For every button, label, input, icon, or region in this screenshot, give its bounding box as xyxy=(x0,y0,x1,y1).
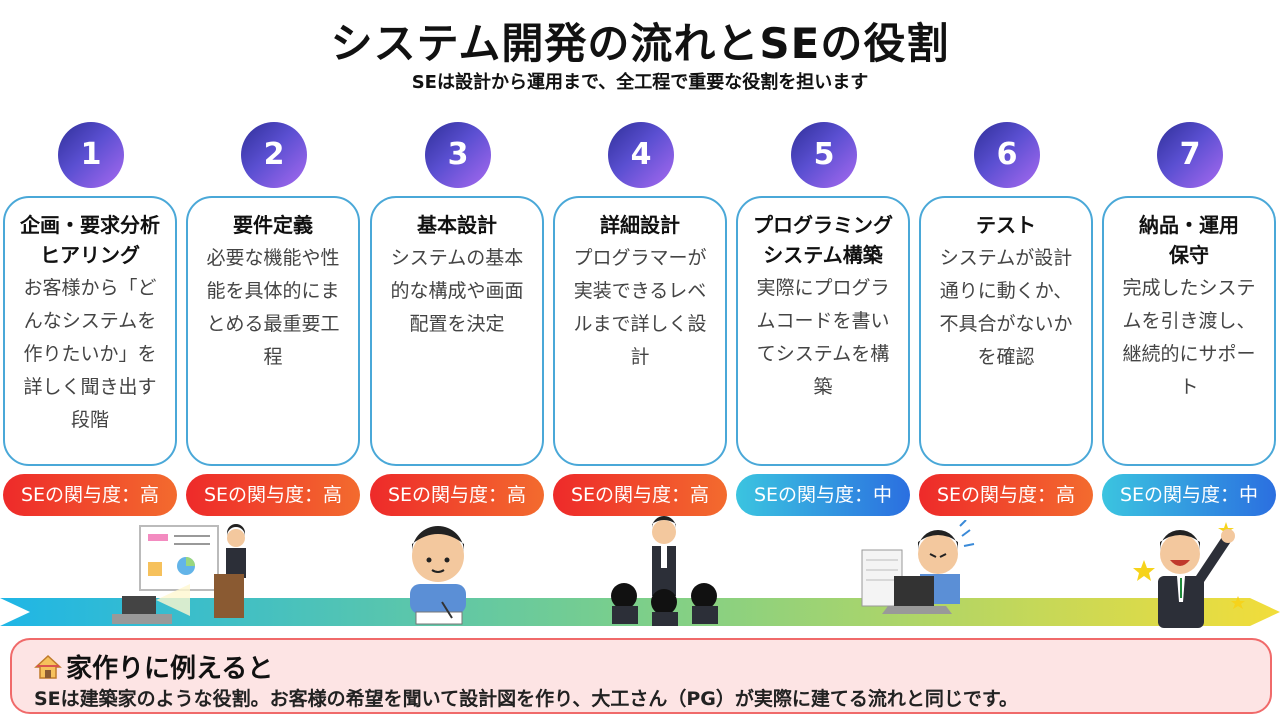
stressed-worker-illustration xyxy=(861,520,975,614)
progress-arrow xyxy=(0,598,1280,626)
analogy-box: 家作りに例えると SEは建築家のような役割。お客様の希望を聞いて設計図を作り、大… xyxy=(10,638,1272,714)
step-4: 4 詳細設計 プログラマーが実装できるレベルまで詳しく設計 SEの関与度：高 xyxy=(553,0,731,530)
step-title: 納品・運用 保守 xyxy=(1139,213,1239,267)
analogy-title-text: 家作りに例えると xyxy=(66,654,274,684)
step-6: 6 テスト システムが設計通りに動くか、不具合がないかを確認 SEの関与度：高 xyxy=(919,0,1097,530)
involvement-badge: SEの関与度：高 xyxy=(186,474,360,516)
involvement-badge: SEの関与度：中 xyxy=(736,474,910,516)
step-number: 7 xyxy=(1157,122,1223,188)
step-description: お客様から「どんなシステムを作りたいか」を詳しく聞き出す段階 xyxy=(23,277,157,431)
step-card: テスト システムが設計通りに動くか、不具合がないかを確認 xyxy=(919,196,1093,466)
step-3: 3 基本設計 システムの基本的な構成や画面配置を決定 SEの関与度：高 xyxy=(370,0,548,530)
step-title: テスト xyxy=(976,213,1036,237)
step-description: 実際にプログラムコードを書いてシステムを構築 xyxy=(756,277,890,398)
involvement-badge: SEの関与度：高 xyxy=(3,474,177,516)
presentation-illustration xyxy=(112,524,246,624)
step-description: システムが設計通りに動くか、不具合がないかを確認 xyxy=(939,247,1073,368)
step-1: 1 企画・要求分析 ヒアリング お客様から「どんなシステムを作りたいか」を詳しく… xyxy=(3,0,181,530)
step-number: 4 xyxy=(608,122,674,188)
page-title: システム開発の流れとSEの役割 xyxy=(330,19,950,68)
involvement-badge: SEの関与度：中 xyxy=(1102,474,1276,516)
step-description: 完成したシステムを引き渡し、継続的にサポート xyxy=(1122,277,1256,398)
step-description: システムの基本的な構成や画面配置を決定 xyxy=(390,247,524,335)
step-card: 企画・要求分析 ヒアリング お客様から「どんなシステムを作りたいか」を詳しく聞き… xyxy=(3,196,177,466)
step-card: 要件定義 必要な機能や性能を具体的にまとめる最重要工程 xyxy=(186,196,360,466)
writing-person-illustration xyxy=(410,526,466,625)
step-title: 企画・要求分析 ヒアリング xyxy=(20,213,160,267)
involvement-badge: SEの関与度：高 xyxy=(553,474,727,516)
page-subtitle: SEは設計から運用まで、全工程で重要な役割を担います xyxy=(411,72,869,93)
step-card: 基本設計 システムの基本的な構成や画面配置を決定 xyxy=(370,196,544,466)
step-7: 7 納品・運用 保守 完成したシステムを引き渡し、継続的にサポート SEの関与度… xyxy=(1102,0,1280,530)
step-description: 必要な機能や性能を具体的にまとめる最重要工程 xyxy=(206,247,340,368)
step-number: 6 xyxy=(974,122,1040,188)
step-card: プログラミング システム構築 実際にプログラムコードを書いてシステムを構築 xyxy=(736,196,910,466)
step-card: 詳細設計 プログラマーが実装できるレベルまで詳しく設計 xyxy=(553,196,727,466)
step-number: 3 xyxy=(425,122,491,188)
house-icon xyxy=(34,654,62,679)
step-title: 詳細設計 xyxy=(600,213,680,237)
analogy-text: SEは建築家のような役割。お客様の希望を聞いて設計図を作り、大工さん（PG）が実… xyxy=(34,688,1018,710)
step-5: 5 プログラミング システム構築 実際にプログラムコードを書いてシステムを構築 … xyxy=(736,0,914,530)
step-number: 5 xyxy=(791,122,857,188)
step-description: プログラマーが実装できるレベルまで詳しく設計 xyxy=(573,247,707,368)
step-title: プログラミング システム構築 xyxy=(753,213,893,267)
analogy-title: 家作りに例えると xyxy=(34,648,273,685)
involvement-badge: SEの関与度：高 xyxy=(919,474,1093,516)
step-number: 1 xyxy=(58,122,124,188)
step-2: 2 要件定義 必要な機能や性能を具体的にまとめる最重要工程 SEの関与度：高 xyxy=(186,0,364,530)
step-number: 2 xyxy=(241,122,307,188)
step-card: 納品・運用 保守 完成したシステムを引き渡し、継続的にサポート xyxy=(1102,196,1276,466)
celebrating-man-illustration xyxy=(1133,522,1245,628)
meeting-illustration xyxy=(611,516,718,626)
step-title: 要件定義 xyxy=(233,213,313,237)
involvement-badge: SEの関与度：高 xyxy=(370,474,544,516)
step-title: 基本設計 xyxy=(417,213,497,237)
